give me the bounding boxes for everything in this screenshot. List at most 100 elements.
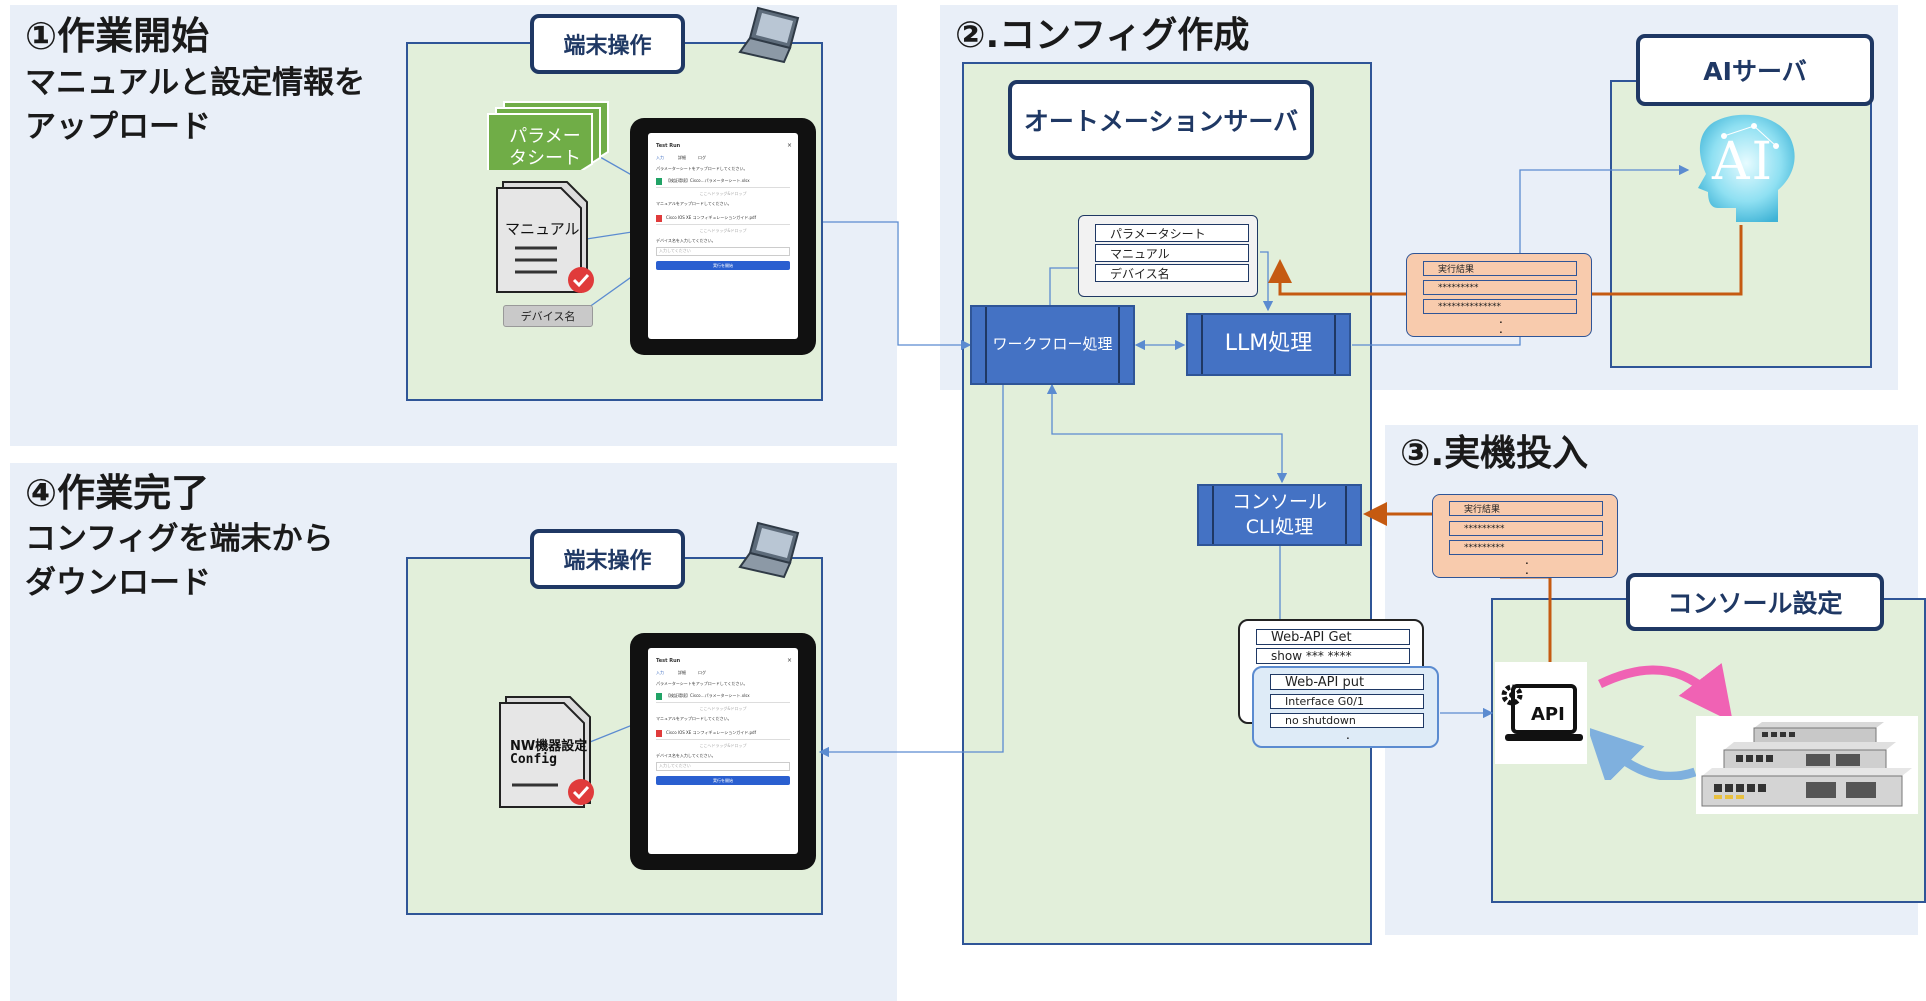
drop-hint-2[interactable]: ここへドラッグ&ドロップ: [699, 743, 747, 748]
laptop-icon: [738, 6, 800, 64]
workflow-process-box: ワークフロー処理: [970, 305, 1135, 385]
file-row-2: Cisco IOS XE コンフィギュレーションガイド.pdf: [656, 213, 790, 225]
step4-title: ④作業完了: [25, 471, 210, 515]
config-label-2: Config: [510, 752, 557, 767]
config-label-1: NW機器設定: [510, 739, 588, 754]
laptop-icon: [1505, 684, 1583, 741]
check-icon: [568, 267, 594, 293]
llm-process-box: LLM処理: [1186, 313, 1351, 376]
web-api-put-cmd2: no shutdown: [1270, 713, 1424, 728]
web-api-put-label: Web-API put: [1270, 674, 1424, 690]
form-title: Test Run: [656, 143, 681, 149]
param-sheet-stack-icon: [487, 101, 609, 170]
ai-exec-result-dot: .: [1499, 312, 1503, 326]
tablet-screen: Test Run × 入力 詳細 ログ パラメーターシートをアップロードしてくだ…: [648, 133, 798, 339]
param-prompt: パラメーターシートをアップロードしてください。: [656, 681, 748, 686]
step1-title: ①作業開始: [25, 14, 210, 58]
manual-label: マニュアル: [505, 220, 580, 238]
step1-subtitle-line2: アップロード: [25, 109, 211, 145]
file-2-name: Cisco IOS XE コンフィギュレーションガイド.pdf: [666, 215, 756, 220]
ai-exec-result-label: 実行結果: [1423, 261, 1577, 276]
router-icon: [1696, 716, 1918, 814]
web-api-get-cmd: show *** ****: [1256, 648, 1410, 664]
web-api-put-dot: .: [1346, 728, 1350, 742]
laptop-icon: [738, 521, 800, 579]
param-prompt: パラメーターシートをアップロードしてください。: [656, 166, 748, 171]
drop-hint-2[interactable]: ここへドラッグ&ドロップ: [699, 228, 747, 233]
tab-detail[interactable]: 詳細: [678, 155, 686, 160]
gear-icon: [1501, 684, 1523, 706]
api-label: API: [1531, 704, 1565, 725]
drop-hint-1[interactable]: ここへドラッグ&ドロップ: [699, 706, 747, 711]
cli-left-divider: [1212, 486, 1214, 544]
pdf-file-icon: [656, 215, 662, 222]
console-exec-result-dot: .: [1525, 553, 1529, 567]
console-cli-box: コンソール CLI処理: [1197, 484, 1362, 546]
close-icon[interactable]: ×: [786, 657, 792, 664]
file-row-1: 【検証環境】Cisco…パラメーターシート.xlsx: [656, 691, 790, 703]
param-sheet-label-1: パラメー: [509, 126, 581, 147]
llm-left-divider: [1201, 315, 1203, 374]
tablet-screen: Test Run × 入力 詳細 ログ パラメーターシートをアップロードしてくだ…: [648, 648, 798, 854]
device-prompt: デバイス名を入力してください。: [656, 238, 716, 243]
input-field-param-sheet: パラメータシート: [1095, 224, 1249, 242]
tab-log[interactable]: ログ: [698, 155, 706, 160]
step2-title: ②.コンフィグ作成: [955, 15, 1250, 56]
console-exec-result-row-2: *********: [1449, 540, 1603, 555]
pdf-file-icon: [656, 730, 662, 737]
api-laptop: API: [1495, 662, 1587, 764]
llm-label: LLM処理: [1224, 331, 1313, 357]
xlsx-file-icon: [656, 693, 662, 700]
terminal-label-top: 端末操作: [530, 14, 685, 74]
check-icon: [568, 779, 594, 805]
web-api-get-label: Web-API Get: [1256, 629, 1410, 645]
tab-input[interactable]: 入力: [656, 155, 664, 160]
tab-log[interactable]: ログ: [698, 670, 706, 675]
file-1-name: 【検証環境】Cisco…パラメーターシート.xlsx: [666, 693, 750, 698]
device-prompt: デバイス名を入力してください。: [656, 753, 716, 758]
terminal-label-bottom: 端末操作: [530, 529, 685, 589]
ai-exec-result-dot-2: .: [1499, 322, 1503, 336]
file-row-1: 【検証環境】Cisco…パラメーターシート.xlsx: [656, 176, 790, 188]
cli-right-divider: [1345, 486, 1347, 544]
automation-server-label: オートメーションサーバ: [1008, 80, 1314, 160]
web-api-put-cmd1: Interface G0/1: [1270, 694, 1424, 709]
console-cli-label-1: コンソール: [1231, 491, 1327, 514]
input-fields-card: パラメータシート マニュアル デバイス名: [1078, 215, 1258, 297]
console-exec-result-row-1: *********: [1449, 521, 1603, 536]
ai-head-icon: [1698, 114, 1795, 222]
step4-subtitle-line1: コンフィグを端末から: [25, 521, 334, 557]
console-cli-label-2: CLI処理: [1245, 516, 1314, 538]
manual-prompt: マニュアルをアップロードしてください。: [656, 716, 732, 721]
run-button[interactable]: 実行を開始: [656, 261, 790, 270]
workflow-right-divider: [1118, 307, 1120, 383]
file-row-2: Cisco IOS XE コンフィギュレーションガイド.pdf: [656, 728, 790, 740]
step3-title: ③.実機投入: [1400, 433, 1589, 474]
ai-exec-result-card: 実行結果 ********* ************** . .: [1406, 253, 1592, 337]
drop-hint-1[interactable]: ここへドラッグ&ドロップ: [699, 191, 747, 196]
tablet-download: Test Run × 入力 詳細 ログ パラメーターシートをアップロードしてくだ…: [630, 633, 816, 870]
ai-exec-result-row-2: **************: [1423, 299, 1577, 314]
step1-subtitle-line1: マニュアルと設定情報を: [25, 65, 366, 101]
config-push-arrows: [1590, 663, 1733, 780]
close-icon[interactable]: ×: [786, 142, 792, 149]
device-name-tag: デバイス名: [503, 305, 593, 327]
ai-exec-result-row-1: *********: [1423, 280, 1577, 295]
console-exec-result-dot-2: .: [1525, 563, 1529, 577]
console-exec-result-card: 実行結果 ********* ********* . .: [1432, 494, 1618, 578]
run-button[interactable]: 実行を開始: [656, 776, 790, 785]
console-settings-label: コンソール設定: [1626, 573, 1884, 631]
input-field-device-name: デバイス名: [1095, 264, 1249, 282]
param-sheet-label-2: タシート: [509, 148, 581, 169]
workflow-label: ワークフロー処理: [992, 335, 1113, 354]
device-input[interactable]: 入力してください: [656, 247, 790, 256]
tab-input[interactable]: 入力: [656, 670, 664, 675]
ai-server-label: AIサーバ: [1636, 34, 1874, 106]
tab-detail[interactable]: 詳細: [678, 670, 686, 675]
llm-right-divider: [1334, 315, 1336, 374]
config-document-icon: [499, 696, 591, 808]
web-api-put-card: Web-API put Interface G0/1 no shutdown .: [1252, 666, 1439, 748]
step4-subtitle-line2: ダウンロード: [25, 565, 211, 601]
device-input[interactable]: 入力してください: [656, 762, 790, 771]
